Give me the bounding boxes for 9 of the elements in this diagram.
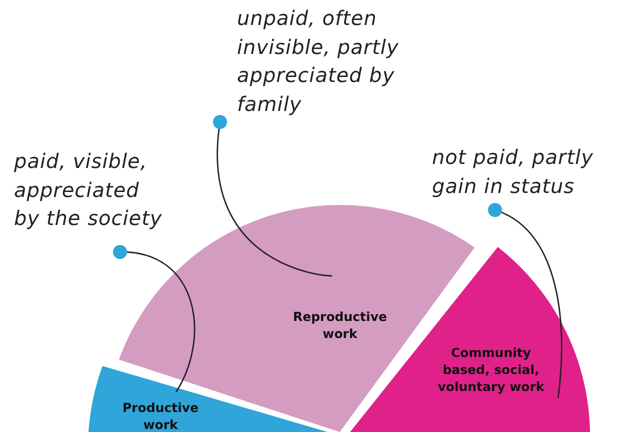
annotation-text: not paid, partly gain in status — [432, 143, 627, 200]
sector-label: Community based, social, voluntary work — [436, 344, 546, 395]
annotation-text: unpaid, often invisible, partly appreciated by family — [237, 4, 427, 118]
leader-line — [213, 115, 332, 277]
leader-line — [113, 245, 196, 392]
annotation-text: paid, visible, appreciated by the society — [14, 147, 169, 232]
leader-line — [488, 203, 562, 398]
sector-label: Productive work — [121, 398, 200, 432]
sector-label: Reproductive work — [292, 308, 388, 342]
